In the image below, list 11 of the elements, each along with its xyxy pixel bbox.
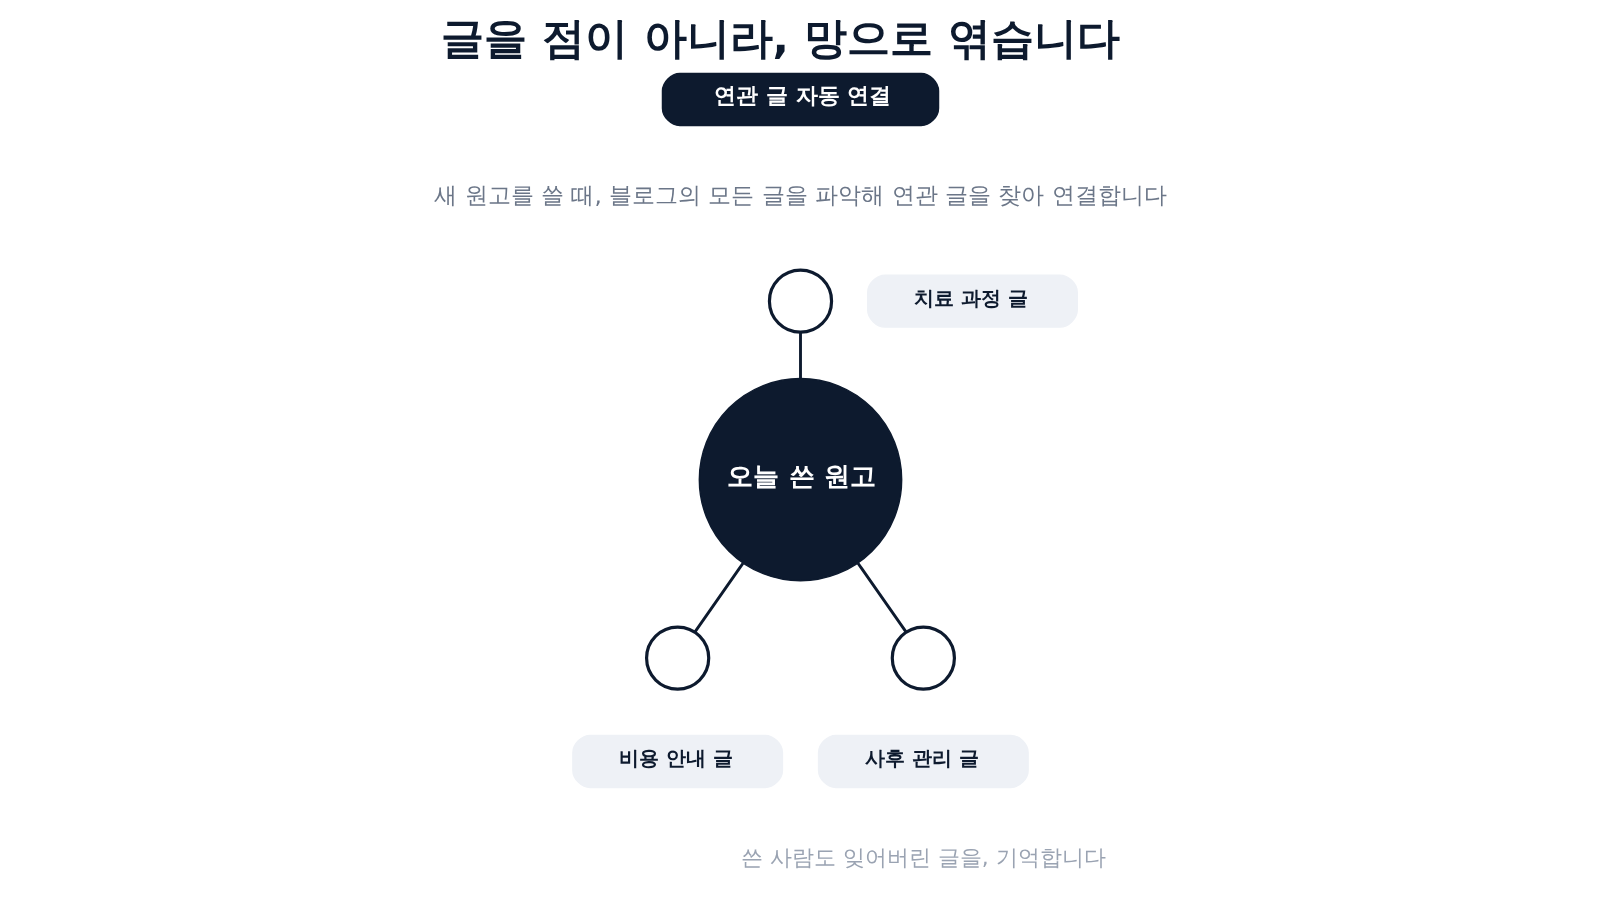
node-circle: 오늘 쓴 원고: [698, 377, 902, 582]
label: 새 원고를 쓸 때, 블로그의 모든 글을 파악해 연관 글을 찾아 연결합니다: [433, 182, 1167, 209]
node-circle: [890, 625, 956, 691]
node-circle: [644, 625, 710, 691]
connector: [693, 562, 744, 633]
connector: [798, 332, 802, 379]
connector: [856, 562, 907, 633]
node-circle: [767, 268, 833, 334]
diagram-title: 글을 점이 아니라, 망으로 엮습니다: [440, 13, 1120, 64]
node-box: 연관 글 자동 연결: [661, 72, 939, 127]
label: 쓴 사람도 잊어버린 글을, 기억합니다: [740, 844, 1106, 870]
